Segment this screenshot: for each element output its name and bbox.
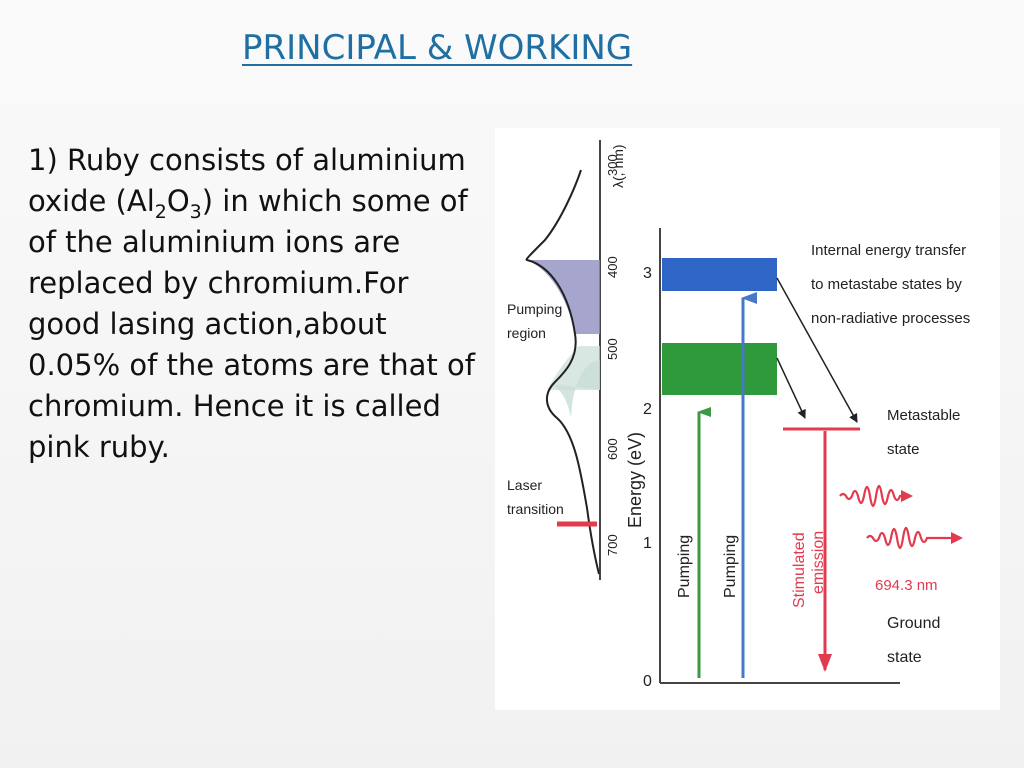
pumping-region-label-1: Pumping: [507, 301, 562, 317]
photon-wave-1: [839, 484, 903, 508]
transfer-arrow-from-blue: [776, 277, 858, 423]
energy-axis-label: Energy (eV): [625, 432, 645, 528]
energy-tick-0: 0: [643, 673, 652, 690]
pumping-region-fill-upper: [527, 260, 600, 334]
transfer-note-line-1: Internal energy transfer: [811, 242, 966, 259]
absorption-curve: [525, 169, 600, 575]
upper-blue-band: [662, 258, 777, 291]
metastable-label-2: state: [887, 441, 920, 458]
pumping-arrow-2-label: Pumping: [722, 535, 739, 598]
pumping-region-label-2: region: [507, 325, 546, 341]
ruby-laser-energy-diagram: λ(, nm) 300 400 500 600 700 Pumping regi…: [495, 128, 1000, 710]
energy-tick-3: 3: [643, 265, 652, 282]
wavelength-tick-600: 600: [605, 438, 620, 460]
body-text-part-2: O: [166, 184, 190, 218]
laser-transition-label-2: transition: [507, 501, 564, 517]
wavelength-tick-400: 400: [605, 256, 620, 278]
photon-wave-2: [866, 526, 953, 550]
photon-wave-2-arrowhead: [951, 532, 963, 544]
ground-state-label-2: state: [887, 649, 922, 666]
slide-title: PRINCIPAL & WORKING: [242, 28, 633, 68]
pumping-region-fill-lower-2: [547, 346, 600, 390]
stimulated-label-1: Stimulated: [791, 532, 808, 608]
wavelength-tick-700: 700: [605, 534, 620, 556]
subscript-3: 3: [189, 200, 202, 223]
metastable-label-1: Metastable: [887, 407, 960, 424]
photon-wave-1-arrowhead: [901, 490, 913, 502]
subscript-2: 2: [154, 200, 167, 223]
body-text-part-3: ) in which some of of the aluminium ions…: [28, 184, 475, 464]
emission-wavelength-label: 694.3 nm: [875, 577, 938, 594]
transfer-note-line-2: to metastabe states by: [811, 276, 962, 293]
wavelength-tick-500: 500: [605, 338, 620, 360]
transfer-arrow-from-green: [776, 357, 806, 419]
stimulated-label-2: emission: [810, 531, 827, 594]
wavelength-axis-label: λ(, nm): [610, 144, 626, 188]
middle-green-band: [662, 343, 777, 395]
energy-tick-2: 2: [643, 401, 652, 418]
transfer-note-line-3: non-radiative processes: [811, 310, 970, 327]
pumping-arrow-1-label: Pumping: [676, 535, 693, 598]
ground-state-label-1: Ground: [887, 615, 940, 632]
body-paragraph: 1) Ruby consists of aluminium oxide (Al2…: [28, 140, 478, 468]
wavelength-tick-300: 300: [605, 154, 620, 176]
laser-transition-label-1: Laser: [507, 477, 542, 493]
energy-tick-1: 1: [643, 535, 652, 552]
body-text-part-1: 1) Ruby consists of aluminium oxide (Al: [28, 143, 466, 218]
